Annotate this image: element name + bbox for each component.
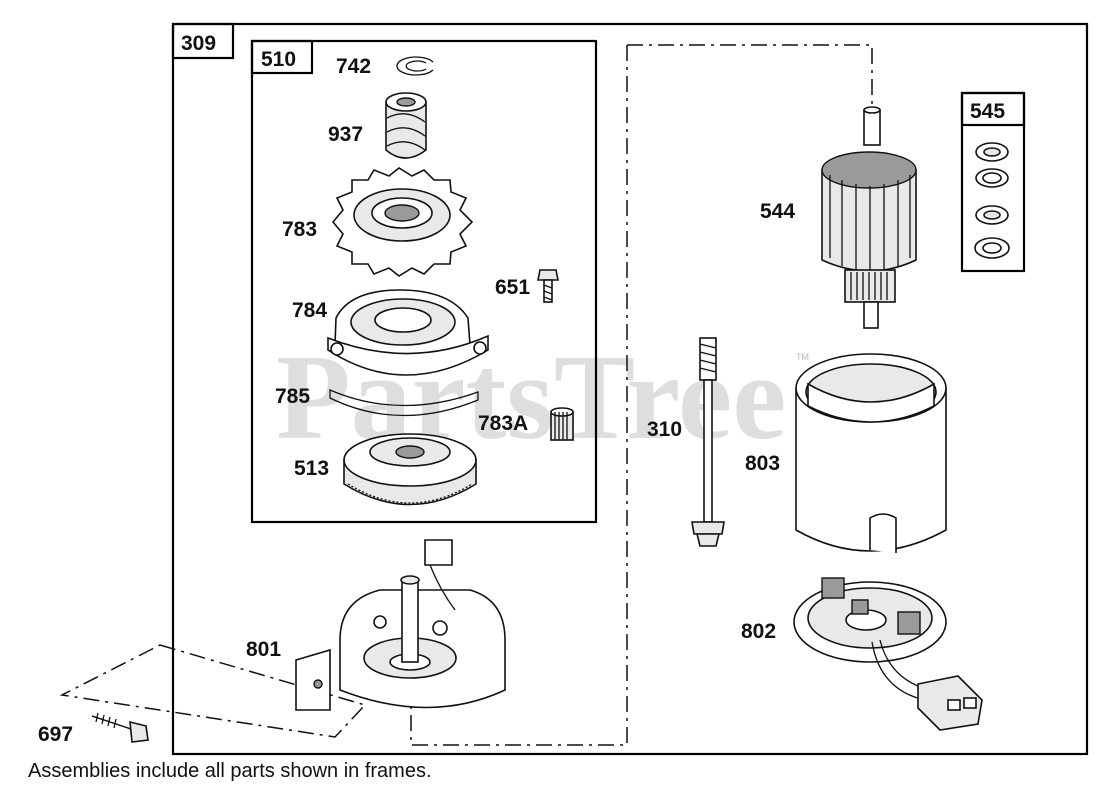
leader-armature bbox=[627, 44, 873, 110]
gasket-785 bbox=[329, 389, 479, 417]
retaining-clip-742 bbox=[396, 56, 434, 76]
spur-gear-783 bbox=[331, 167, 474, 277]
ring-gear-513 bbox=[343, 433, 477, 506]
gear-cover-784 bbox=[327, 289, 489, 376]
label-742: 742 bbox=[336, 55, 371, 78]
label-803: 803 bbox=[745, 452, 780, 475]
through-bolt-310 bbox=[691, 337, 725, 547]
label-801: 801 bbox=[246, 638, 281, 661]
label-697: 697 bbox=[38, 723, 73, 746]
motor-housing-803 bbox=[795, 353, 947, 553]
frame-309-tab bbox=[171, 22, 235, 60]
label-310: 310 bbox=[647, 418, 682, 441]
frame-545-tab bbox=[960, 91, 1026, 127]
watermark-trademark: TM bbox=[796, 352, 809, 362]
frame-309-label: 309 bbox=[181, 32, 216, 55]
frame-545-label: 545 bbox=[970, 100, 1005, 123]
leader-housing bbox=[410, 45, 628, 746]
footnote: Assemblies include all parts shown in fr… bbox=[28, 760, 432, 782]
label-802: 802 bbox=[741, 620, 776, 643]
label-785: 785 bbox=[275, 385, 310, 408]
frame-510 bbox=[250, 39, 598, 524]
frame-510-label: 510 bbox=[261, 48, 296, 71]
label-544: 544 bbox=[760, 200, 795, 223]
label-783a: 783A bbox=[478, 412, 528, 435]
label-784: 784 bbox=[292, 299, 327, 322]
frame-309 bbox=[171, 22, 1089, 756]
armature-544 bbox=[821, 106, 917, 329]
brush-plate-802 bbox=[793, 577, 983, 731]
washers-545 bbox=[974, 142, 1010, 259]
leader-bolt-697 bbox=[59, 644, 367, 738]
label-937: 937 bbox=[328, 123, 363, 146]
frame-510-tab bbox=[250, 39, 314, 75]
bolt-697 bbox=[91, 712, 149, 743]
pinion-783a bbox=[550, 407, 574, 441]
drive-housing-801 bbox=[295, 539, 506, 711]
label-783: 783 bbox=[282, 218, 317, 241]
label-651: 651 bbox=[495, 276, 530, 299]
screw-651 bbox=[537, 269, 559, 303]
worm-gear-937 bbox=[385, 92, 427, 159]
label-513: 513 bbox=[294, 457, 329, 480]
